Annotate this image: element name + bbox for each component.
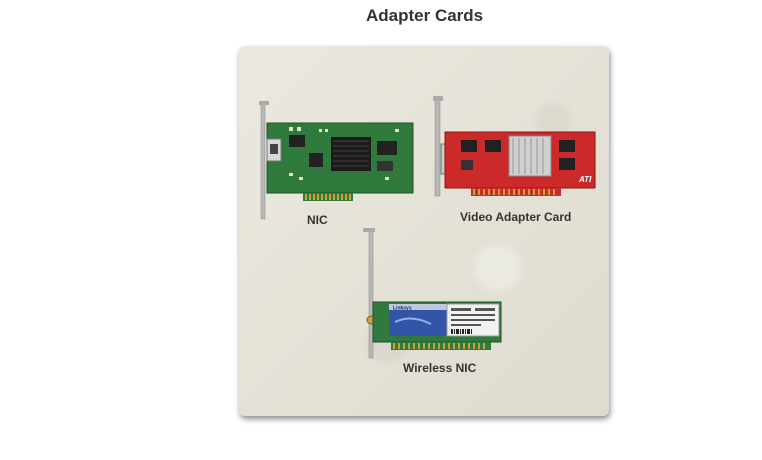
- wireless-nic-label: Wireless NIC: [403, 361, 477, 375]
- nic-card-image: [259, 101, 414, 220]
- wireless-card-logo: Linksys: [393, 306, 412, 312]
- wireless-nic-image: Linksys: [363, 228, 502, 359]
- video-adapter-card-image: ATI: [433, 96, 596, 197]
- video-card-logo: ATI: [578, 175, 592, 184]
- adapter-cards-panel: NIC: [239, 46, 609, 416]
- video-adapter-card-label: Video Adapter Card: [460, 210, 572, 224]
- title-area: Adapter Cards: [0, 0, 762, 30]
- page-title: Adapter Cards: [366, 6, 484, 25]
- nic-label: NIC: [307, 213, 328, 227]
